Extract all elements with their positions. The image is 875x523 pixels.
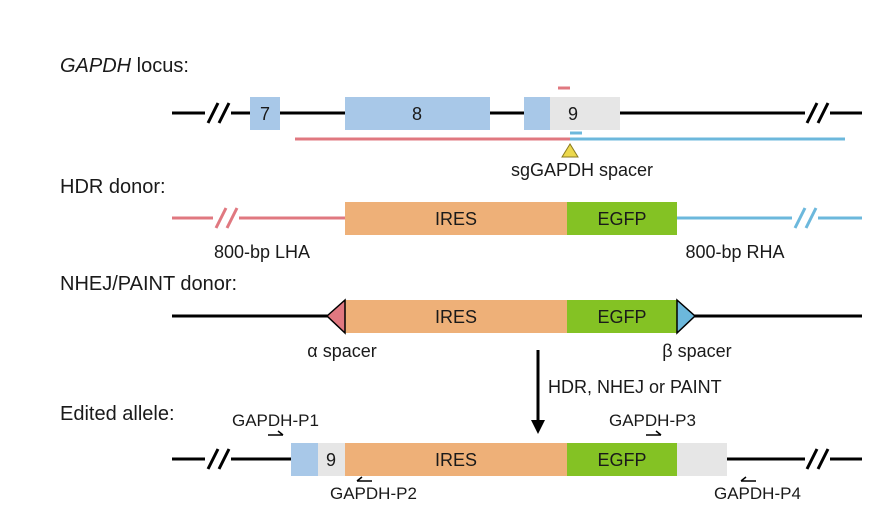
edited-break-right-2 [816, 448, 830, 470]
primer-p2-arrow [356, 476, 372, 482]
exon-8 [345, 97, 490, 130]
nhej-ires-box [345, 300, 567, 333]
edited-egfp-label: EGFP [597, 450, 646, 470]
edited-exon-9-label: 9 [326, 450, 336, 470]
lha-label: 800-bp LHA [214, 242, 310, 262]
primer-p4-label: GAPDH-P4 [714, 484, 801, 503]
edited-break-left-2 [217, 448, 231, 470]
locus-break-left-2 [217, 102, 231, 124]
beta-spacer-label: β spacer [662, 341, 731, 361]
primer-p3-arrow [646, 430, 662, 436]
locus-section-title: GAPDH locus: [60, 55, 189, 77]
exon-9-coding [524, 97, 550, 130]
edited-break-left-1 [206, 448, 220, 470]
lha-break-2 [225, 207, 239, 229]
lha-break-1 [214, 207, 228, 229]
nhej-egfp-box [567, 300, 677, 333]
edited-ires-box [345, 443, 567, 476]
hdr-egfp-label: EGFP [597, 209, 646, 229]
exon-9-label: 9 [568, 104, 578, 124]
edited-exon-9-utr [318, 443, 345, 476]
sgrna-spacer-label: sgGAPDH spacer [511, 160, 653, 180]
primer-p2-label: GAPDH-P2 [330, 484, 417, 503]
edited-ires-label: IRES [435, 450, 477, 470]
hdr-egfp-box [567, 202, 677, 235]
edited-exon-9-coding [291, 443, 318, 476]
locus-break-right-1 [805, 102, 819, 124]
edited-section-title: Edited allele: [60, 403, 175, 425]
edited-break-right-1 [805, 448, 819, 470]
locus-gene-name: GAPDH [60, 55, 132, 77]
editing-arrow-label: HDR, NHEJ or PAINT [548, 377, 722, 397]
primer-p3-label: GAPDH-P3 [609, 411, 696, 430]
hdr-ires-label: IRES [435, 209, 477, 229]
primer-p1-label: GAPDH-P1 [232, 411, 319, 430]
edited-exon-9-utr-3prime [677, 443, 727, 476]
nhej-egfp-label: EGFP [597, 307, 646, 327]
editing-arrow-head [531, 420, 545, 434]
exon-9-utr [550, 97, 620, 130]
hdr-section-title: HDR donor: [60, 176, 166, 198]
locus-title-suffix: locus: [131, 55, 189, 77]
rha-break-2 [804, 207, 818, 229]
beta-spacer-triangle [676, 298, 697, 335]
nhej-section-title: NHEJ/PAINT donor: [60, 273, 237, 295]
hdr-ires-box [345, 202, 567, 235]
sgrna-target-triangle [561, 143, 579, 158]
rha-break-1 [793, 207, 807, 229]
rha-label: 800-bp RHA [685, 242, 784, 262]
primer-p1-arrow [268, 430, 284, 436]
exon-8-label: 8 [412, 104, 422, 124]
primer-p4-arrow [740, 476, 756, 482]
locus-break-left-1 [206, 102, 220, 124]
alpha-spacer-label: α spacer [307, 341, 376, 361]
nhej-ires-label: IRES [435, 307, 477, 327]
exon-7-label: 7 [260, 104, 270, 124]
alpha-spacer-triangle [325, 298, 346, 335]
edited-egfp-box [567, 443, 677, 476]
locus-break-right-2 [816, 102, 830, 124]
exon-7 [250, 97, 280, 130]
